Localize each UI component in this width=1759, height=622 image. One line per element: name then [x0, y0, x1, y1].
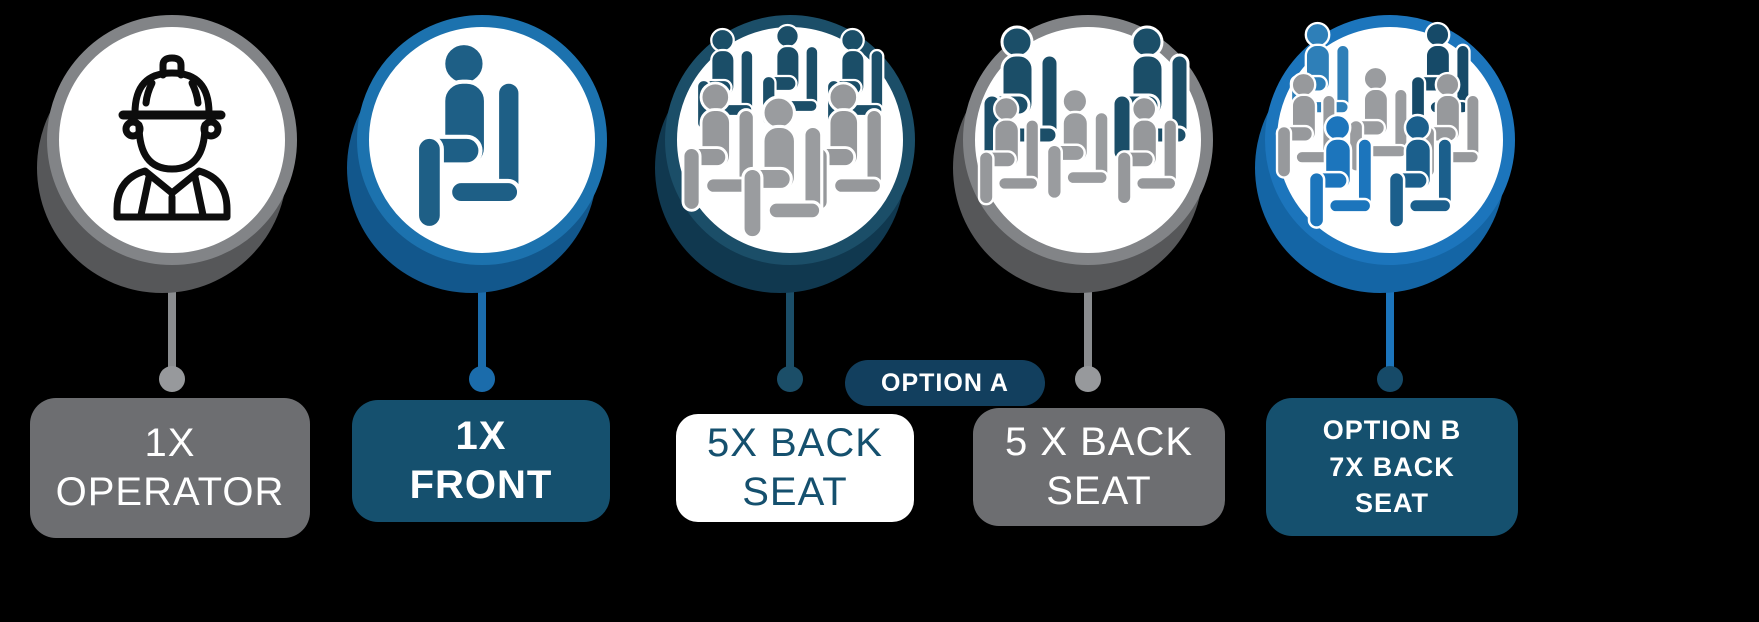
- connector-line: [786, 252, 794, 374]
- column-front-seat: 1X FRONT: [347, 0, 610, 622]
- connector-dot: [1377, 366, 1403, 392]
- operator-circle: [37, 15, 297, 293]
- connector-dot: [777, 366, 803, 392]
- front-seat-circle: [347, 15, 607, 293]
- back-seat-a-label: 5X BACK SEAT: [676, 414, 914, 522]
- back-seat-b-label: OPTION B 7X BACK SEAT: [1266, 398, 1518, 536]
- five-passengers-seated-icon: [977, 25, 1190, 206]
- front-seat-label: 1X FRONT: [352, 400, 610, 522]
- five-passengers-seated-icon: [681, 23, 885, 240]
- connector-line: [1386, 252, 1394, 374]
- back-seat-alt-label: 5 X BACK SEAT: [973, 408, 1225, 526]
- operator-hard-hat-icon: [113, 54, 231, 221]
- seven-passengers-seated-icon: [1275, 21, 1481, 229]
- back-seat-alt-circle: [953, 15, 1213, 293]
- option-a-badge: OPTION A: [845, 360, 1045, 406]
- connector-line: [168, 252, 176, 374]
- connector-dot: [469, 366, 495, 392]
- column-back-seat-option-b: OPTION B 7X BACK SEAT: [1255, 0, 1518, 622]
- column-back-seat-alt: 5 X BACK SEAT: [953, 0, 1225, 622]
- connector-dot: [159, 366, 185, 392]
- column-operator: 1X OPERATOR: [30, 0, 310, 622]
- single-seated-passenger-icon: [369, 27, 595, 253]
- column-back-seat-option-a: 5X BACK SEAT: [655, 0, 915, 622]
- connector-line: [1084, 252, 1092, 374]
- connector-line: [478, 252, 486, 374]
- connector-dot: [1075, 366, 1101, 392]
- operator-label: 1X OPERATOR: [30, 398, 310, 538]
- back-seat-b-circle: [1255, 15, 1515, 293]
- back-seat-a-circle: [655, 15, 915, 293]
